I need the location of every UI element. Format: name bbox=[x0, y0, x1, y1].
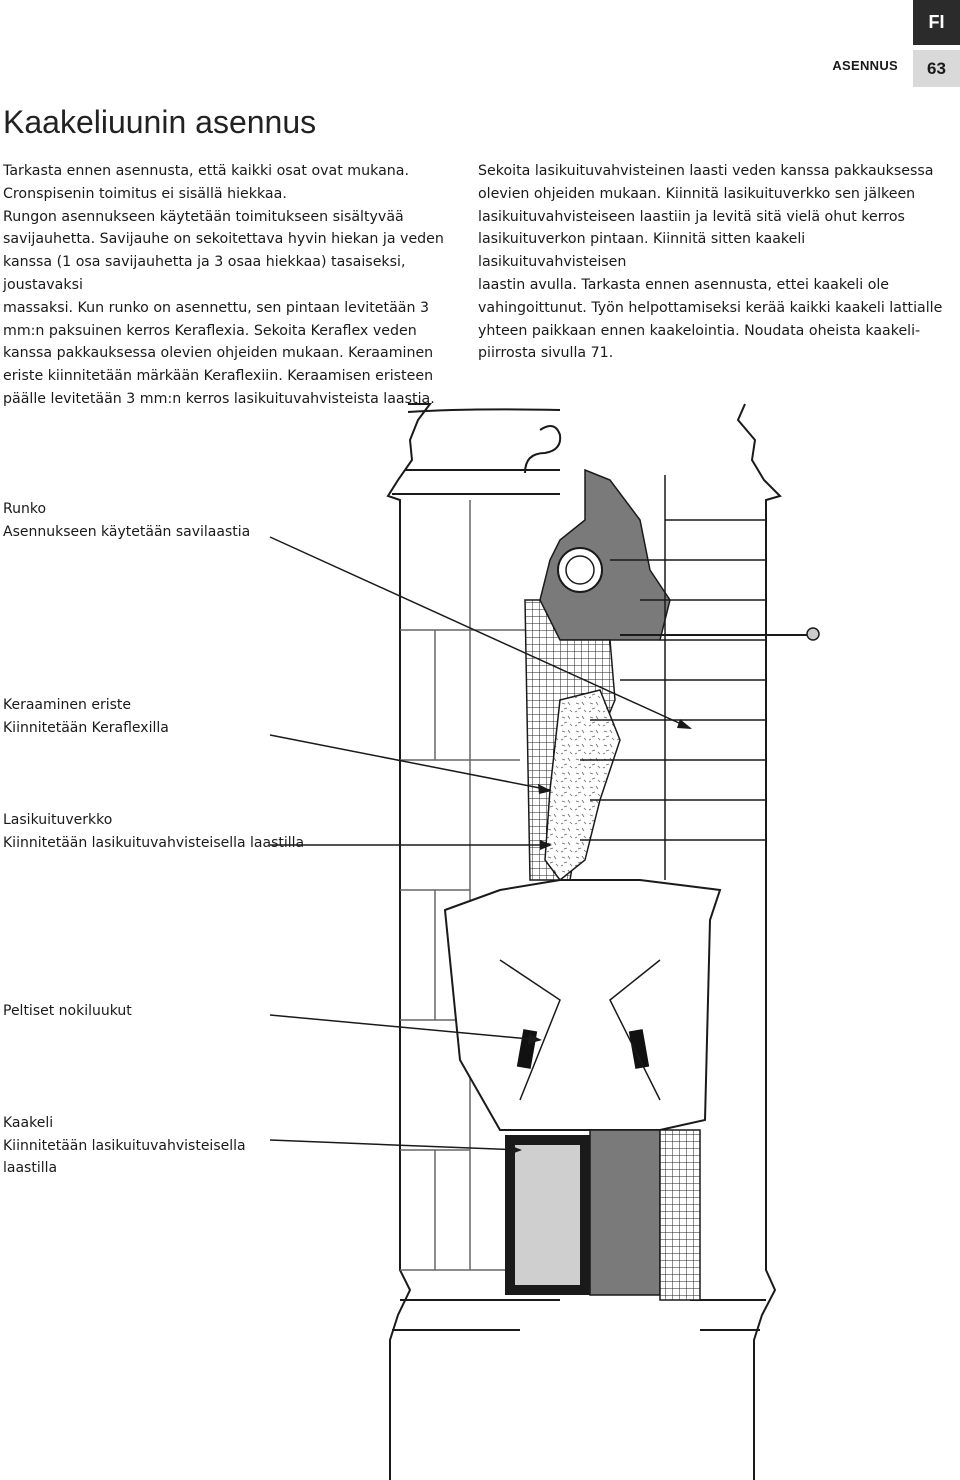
label-soot-hatches: Peltiset nokiluukut bbox=[3, 1000, 132, 1023]
label-fiberglass-mesh: Lasikuituverkko Kiinnitetään lasikuituva… bbox=[3, 809, 304, 854]
intro-text-left: Tarkasta ennen asennusta, että kaikki os… bbox=[3, 160, 458, 411]
label-tile-title: Kaakeli bbox=[3, 1115, 54, 1131]
insulation-layer bbox=[544, 689, 621, 882]
label-mesh-desc: Kiinnitetään lasikuituvahvisteisella laa… bbox=[3, 834, 305, 851]
label-tile-desc-2: laastilla bbox=[3, 1160, 58, 1176]
label-frame: Runko Asennukseen käytetään savilaastia bbox=[3, 498, 250, 543]
label-tile-desc: Kiinnitetään lasikuituvahvisteisella bbox=[3, 1137, 246, 1154]
callout-lines bbox=[269, 536, 691, 1151]
label-frame-title: Runko bbox=[3, 501, 47, 517]
label-ceramic-insulation: Keraaminen eriste Kiinnitetään Keraflexi… bbox=[3, 694, 169, 739]
label-tile: Kaakeli Kiinnitetään lasikuituvahvisteis… bbox=[3, 1112, 246, 1180]
stove-core bbox=[539, 468, 671, 641]
firebox-surround bbox=[443, 879, 722, 1131]
page-title: Kaakeliuunin asennus bbox=[3, 104, 317, 140]
label-insulation-desc: Kiinnitetään Keraflexilla bbox=[3, 719, 169, 736]
label-hatches-title: Peltiset nokiluukut bbox=[3, 1003, 132, 1019]
fire-door-glass bbox=[515, 1145, 580, 1285]
label-insulation-title: Keraaminen eriste bbox=[3, 697, 132, 713]
section-title: ASENNUS bbox=[832, 58, 898, 73]
tile-joints-right bbox=[580, 475, 765, 880]
intro-text-right: Sekoita lasikuituvahvisteinen laasti ved… bbox=[478, 160, 948, 365]
stove-body bbox=[386, 403, 782, 1480]
round-soot-hatch-icon bbox=[557, 547, 603, 593]
rod-end-knob-icon bbox=[806, 627, 820, 641]
label-mesh-title: Lasikuituverkko bbox=[3, 812, 113, 828]
intro-paragraph-left: Tarkasta ennen asennusta, että kaikki os… bbox=[3, 163, 444, 407]
soot-hatch-right-icon bbox=[628, 1029, 650, 1069]
mesh-lower bbox=[659, 1129, 701, 1301]
callout-arrowheads bbox=[509, 719, 692, 1155]
label-frame-desc: Asennukseen käytetään savilaastia bbox=[3, 523, 251, 540]
door-right-panel bbox=[589, 1129, 661, 1296]
intro-paragraph-right: Sekoita lasikuituvahvisteinen laasti ved… bbox=[478, 163, 943, 362]
page-number: 63 bbox=[913, 50, 960, 87]
language-tab: FI bbox=[913, 0, 960, 45]
